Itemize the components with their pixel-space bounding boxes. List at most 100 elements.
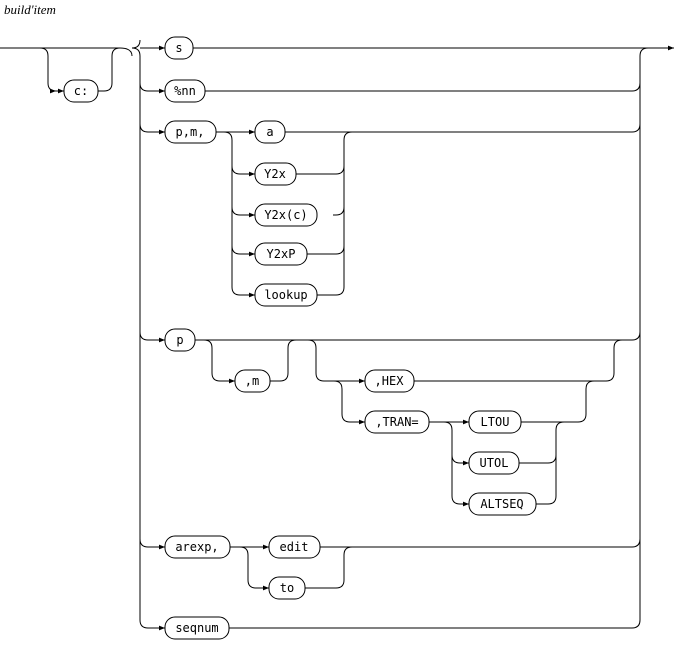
rail-segment: [139, 619, 165, 631]
terminal-label: p: [176, 333, 183, 347]
terminal-box: [254, 203, 318, 227]
rail-segment: [139, 538, 165, 550]
terminal-box: [254, 120, 286, 144]
rail-segment: [131, 39, 141, 49]
terminal-label: edit: [280, 540, 309, 554]
rails: [0, 39, 674, 631]
rail-segment: [519, 454, 557, 464]
rail-segment: [205, 82, 641, 92]
rail-segment: [195, 331, 641, 341]
terminal-label: ,m: [245, 374, 259, 388]
terminal-box: [164, 79, 206, 103]
rail-segment: [320, 538, 641, 548]
rail-segment: [270, 339, 297, 382]
terminal-box: [364, 410, 430, 434]
rail-segment: [239, 546, 269, 591]
terminal-box: [234, 369, 271, 393]
rail-segment: [223, 131, 241, 296]
terminal-box: [254, 162, 297, 186]
terminal-box: [164, 328, 196, 352]
terminal-box: [468, 451, 520, 475]
terminal-box: [164, 535, 231, 559]
rail-segment: [296, 165, 345, 175]
terminal-label: %nn: [174, 84, 196, 98]
terminal-comma-m: ,m: [234, 369, 271, 393]
terminal-box: [468, 492, 537, 516]
rail-segment: [536, 421, 565, 505]
terminals: c: s %nn p,m, a Y2x Y2x(c) Y2xP lookup p…: [63, 36, 537, 640]
terminal-box: [468, 410, 522, 434]
rail-segment: [451, 454, 469, 466]
terminal-label: UTOL: [480, 456, 509, 470]
c-branch-up: [98, 47, 121, 92]
rail-segment: [203, 339, 235, 384]
rail-segment: [231, 206, 255, 218]
rail-segment: [317, 131, 353, 296]
terminal-s: s: [164, 36, 194, 60]
terminal-pct-nn: %nn: [164, 79, 206, 103]
terminal-a: a: [254, 120, 286, 144]
terminal-label: ,HEX: [375, 374, 405, 388]
terminal-utol: UTOL: [468, 451, 520, 475]
terminal-label: ,TRAN=: [375, 415, 418, 429]
left-spine: [131, 47, 141, 620]
terminal-box: [254, 283, 318, 307]
terminal-label: to: [280, 581, 294, 595]
rail-segment: [285, 123, 641, 133]
terminal-arexp: arexp,: [164, 535, 231, 559]
terminal-edit: edit: [268, 535, 321, 559]
terminal-label: Y2x(c): [264, 208, 307, 222]
rail-segment: [333, 206, 345, 216]
terminal-box: [164, 36, 194, 60]
terminal-box: [268, 535, 321, 559]
terminal-seqnum: seqnum: [164, 616, 230, 640]
c-branch-down: [39, 47, 57, 94]
terminal-box: [63, 79, 99, 103]
rail-segment: [119, 47, 133, 57]
terminal-label: s: [175, 41, 182, 55]
rail-segment: [307, 339, 325, 382]
diagram-title: build'item: [4, 2, 56, 17]
terminal-label: c:: [74, 84, 88, 98]
terminal-label: p,m,: [176, 125, 205, 139]
terminal-ltou: LTOU: [468, 410, 522, 434]
terminal-altseq: ALTSEQ: [468, 492, 537, 516]
right-spine: [639, 47, 649, 620]
terminal-to: to: [268, 576, 306, 600]
rail-segment: [521, 380, 595, 423]
terminal-lookup: lookup: [254, 283, 318, 307]
rail-segment: [231, 165, 255, 177]
terminal-label: Y2xP: [267, 247, 296, 261]
rail-segment: [305, 546, 353, 589]
terminal-p: p: [164, 328, 196, 352]
terminal-label: seqnum: [175, 621, 218, 635]
terminal-label: Y2x: [264, 167, 286, 181]
terminal-y2x-c: Y2x(c): [254, 203, 318, 227]
terminal-y2xp: Y2xP: [254, 242, 308, 266]
terminal-c: c:: [63, 79, 99, 103]
rail-segment: [229, 619, 641, 629]
rail-segment: [414, 339, 623, 382]
terminal-box: [164, 616, 230, 640]
terminal-box: [268, 576, 306, 600]
rail-segment: [231, 245, 255, 257]
terminal-y2x: Y2x: [254, 162, 297, 186]
terminal-label: a: [266, 125, 273, 139]
terminal-box: [364, 369, 415, 393]
rail-segment: [139, 82, 165, 94]
terminal-label: LTOU: [481, 415, 510, 429]
terminal-label: ALTSEQ: [480, 497, 523, 511]
terminal-box: [254, 242, 308, 266]
terminal-box: [164, 120, 217, 144]
rail-segment: [139, 331, 165, 343]
rail-segment: [307, 245, 345, 255]
terminal-label: lookup: [264, 288, 307, 302]
terminal-tran: ,TRAN=: [364, 410, 430, 434]
rail-segment: [324, 380, 365, 425]
rail-segment: [443, 421, 461, 505]
terminal-hex: ,HEX: [364, 369, 415, 393]
terminal-label: arexp,: [175, 540, 218, 554]
terminal-pm: p,m,: [164, 120, 217, 144]
rail-segment: [139, 123, 165, 135]
